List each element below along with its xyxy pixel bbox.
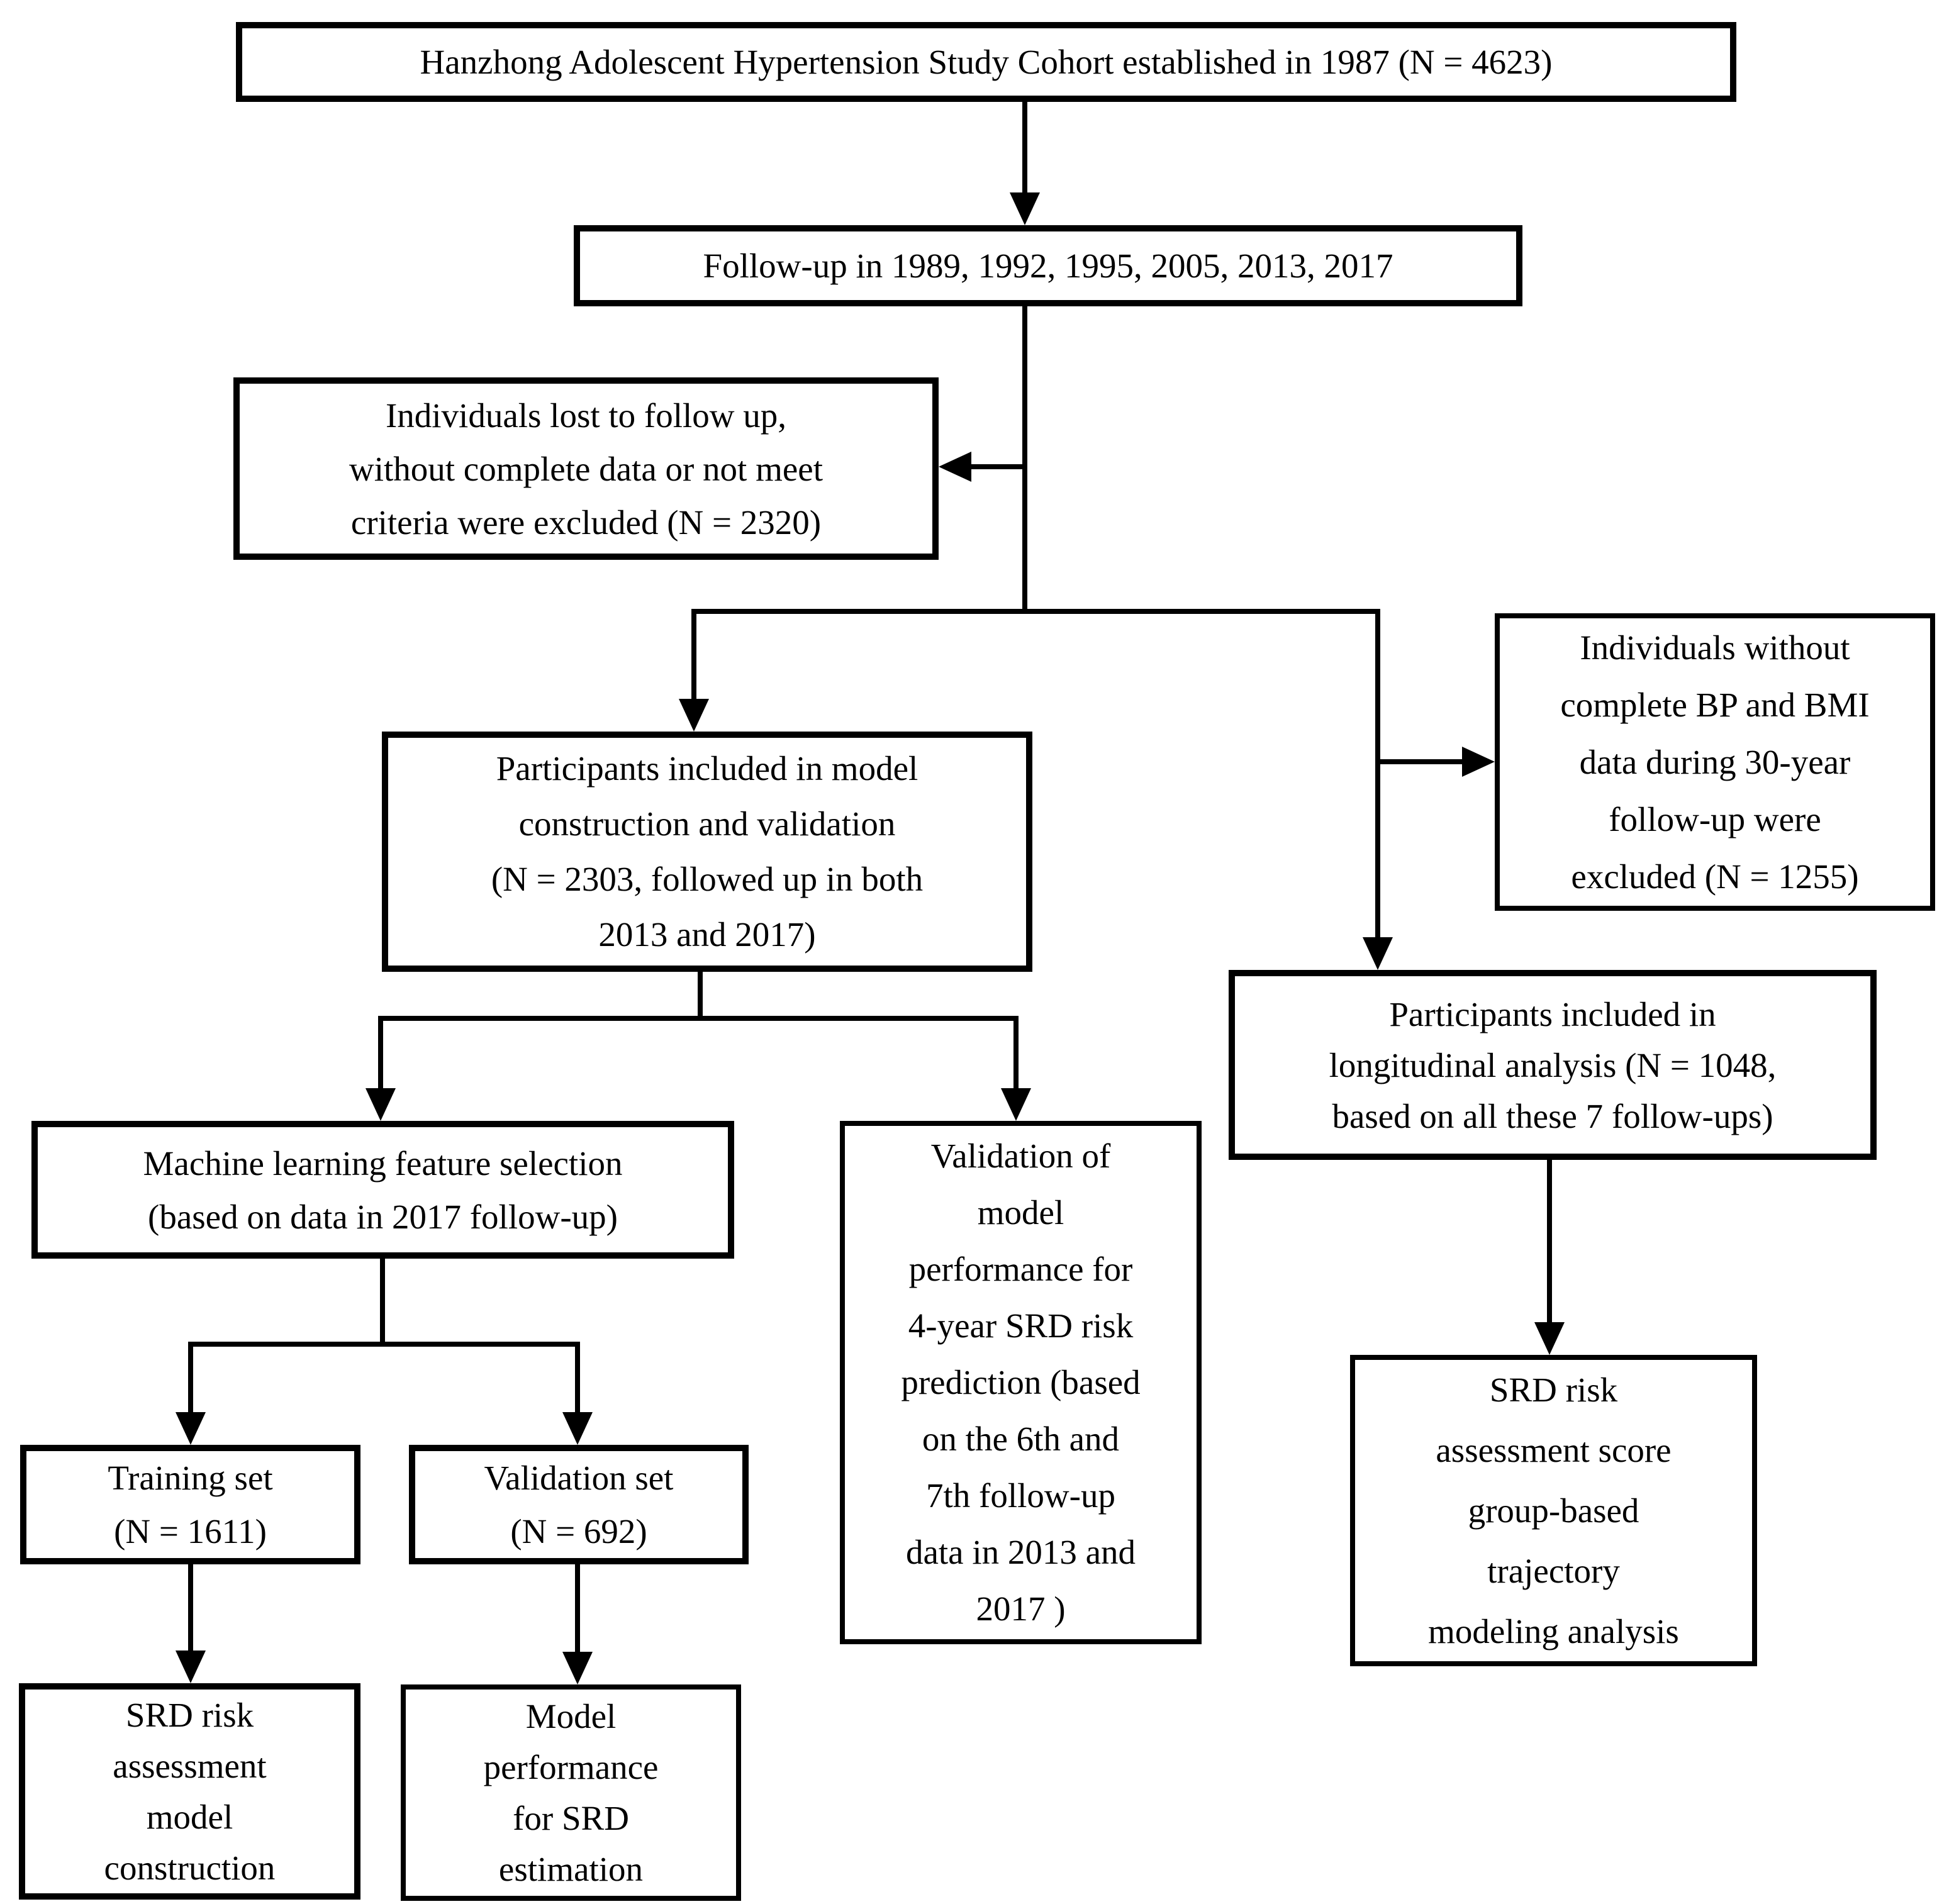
node-longitudinal: Participants included in longitudinal an… <box>1229 970 1877 1160</box>
arrow-down-icon <box>562 1412 593 1445</box>
arrow-left-icon <box>939 452 971 482</box>
connector-to-training-set <box>188 1347 193 1415</box>
connector-split-bar <box>378 1016 1019 1021</box>
connector-to-trajectory <box>1547 1160 1552 1325</box>
arrow-down-icon <box>679 699 709 732</box>
node-training-set: Training set (N = 1611) <box>20 1445 360 1564</box>
node-lost-to-followup-label: Individuals lost to follow up, without c… <box>349 396 823 542</box>
node-cohort-label: Hanzhong Adolescent Hypertension Study C… <box>420 43 1553 81</box>
connector-junction-bar <box>691 609 1380 614</box>
node-excluded-bp-bmi-label: Individuals without complete BP and BMI … <box>1560 628 1870 896</box>
arrow-down-icon <box>562 1652 593 1684</box>
connector-to-lost-box <box>969 464 1027 469</box>
node-excluded-bp-bmi: Individuals without complete BP and BMI … <box>1495 613 1935 911</box>
arrow-down-icon <box>176 1651 206 1683</box>
connector-followup-stem <box>1022 306 1027 614</box>
node-srd-model-construction-label: SRD risk assessment model construction <box>104 1696 276 1887</box>
node-ml-feature-selection-label: Machine learning feature selection (base… <box>143 1144 623 1236</box>
node-model-performance-srd-label: Model performance for SRD estimation <box>483 1697 659 1888</box>
node-lost-to-followup: Individuals lost to follow up, without c… <box>233 377 939 560</box>
node-longitudinal-label: Participants included in longitudinal an… <box>1329 994 1777 1135</box>
connector-ml-stem <box>380 1259 385 1347</box>
connector-to-model-performance <box>575 1564 580 1654</box>
arrow-down-icon <box>1534 1322 1565 1355</box>
connector-ml-split-bar <box>188 1342 580 1347</box>
node-model-cohort: Participants included in model construct… <box>382 732 1032 972</box>
arrow-down-icon <box>366 1088 396 1121</box>
connector-to-model-cohort <box>691 614 696 701</box>
arrow-down-icon <box>176 1412 206 1445</box>
node-model-cohort-label: Participants included in model construct… <box>491 749 924 954</box>
connector-cohort-to-followup <box>1022 102 1027 194</box>
arrow-down-icon <box>1010 192 1040 225</box>
connector-to-validation-performance <box>1013 1021 1019 1091</box>
arrow-down-icon <box>1363 937 1393 970</box>
node-validation-set: Validation set (N = 692) <box>409 1445 749 1564</box>
node-srd-model-construction: SRD risk assessment model construction <box>19 1683 360 1900</box>
node-cohort: Hanzhong Adolescent Hypertension Study C… <box>236 22 1736 102</box>
node-followup-label: Follow-up in 1989, 1992, 1995, 2005, 201… <box>703 247 1393 285</box>
connector-right-stem <box>1375 614 1380 940</box>
connector-to-validation-set <box>575 1347 580 1415</box>
node-validation-performance: Validation of model performance for 4-ye… <box>840 1121 1202 1644</box>
node-validation-performance-label: Validation of model performance for 4-ye… <box>901 1137 1141 1628</box>
connector-to-excluded-box <box>1380 759 1465 764</box>
arrow-down-icon <box>1001 1088 1031 1121</box>
node-followup: Follow-up in 1989, 1992, 1995, 2005, 201… <box>574 225 1522 306</box>
connector-to-ml-box <box>378 1021 383 1091</box>
node-ml-feature-selection: Machine learning feature selection (base… <box>31 1121 734 1259</box>
connector-to-srd-construction <box>188 1564 193 1653</box>
arrow-right-icon <box>1462 747 1495 777</box>
node-validation-set-label: Validation set (N = 692) <box>484 1459 674 1550</box>
node-trajectory-modeling: SRD risk assessment score group-based tr… <box>1350 1355 1757 1666</box>
node-model-performance-srd: Model performance for SRD estimation <box>401 1684 741 1901</box>
node-trajectory-modeling-label: SRD risk assessment score group-based tr… <box>1428 1370 1679 1651</box>
node-training-set-label: Training set (N = 1611) <box>108 1459 273 1550</box>
connector-model-cohort-stem <box>698 972 703 1021</box>
